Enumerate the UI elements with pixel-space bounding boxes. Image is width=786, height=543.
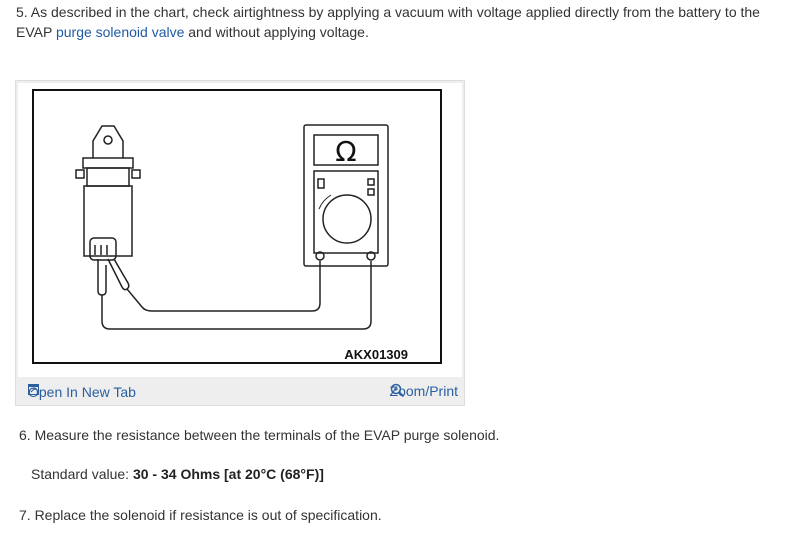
standard-value-line: Standard value: 30 - 34 Ohms [at 20°C (6…: [31, 464, 324, 484]
figure-code: AKX01309: [344, 347, 408, 362]
diagram-frame: [32, 89, 442, 364]
ohm-symbol: Ω: [335, 135, 356, 168]
resistance-measurement-diagram: Ω AKX01309: [32, 89, 442, 364]
step-7-text: 7. Replace the solenoid if resistance is…: [19, 507, 382, 523]
diagram-figure: Ω AKX01309 Open In New Tab Zoom/Print: [15, 80, 465, 406]
test-lead-wires: [101, 261, 372, 330]
figure-footer: Open In New Tab Zoom/Print: [16, 379, 464, 405]
zoom-print-link[interactable]: Zoom/Print: [390, 383, 458, 399]
open-in-new-tab-link[interactable]: Open In New Tab: [28, 384, 136, 400]
ohmmeter-drawing: [303, 124, 389, 267]
step-5-text: 5. As described in the chart, check airt…: [16, 2, 780, 42]
step-5-part-2: and without applying voltage.: [184, 24, 369, 40]
open-in-new-tab-label: Open In New Tab: [28, 384, 136, 400]
step-6-text: 6. Measure the resistance between the te…: [19, 427, 500, 443]
purge-solenoid-valve-link[interactable]: purge solenoid valve: [55, 24, 185, 40]
zoom-print-label: Zoom/Print: [389, 383, 458, 399]
purge-solenoid-valve-drawing: [75, 125, 141, 296]
zoom-magnifier-icon: [390, 383, 404, 398]
standard-value-label: Standard value:: [31, 466, 133, 482]
standard-value: 30 - 34 Ohms [at 20°C (68°F)]: [132, 466, 324, 482]
open-new-tab-icon: [28, 384, 39, 395]
step-5-part-1: 5. As described in the chart, check airt…: [16, 4, 760, 40]
diagram-image-area: Ω AKX01309: [18, 83, 462, 377]
